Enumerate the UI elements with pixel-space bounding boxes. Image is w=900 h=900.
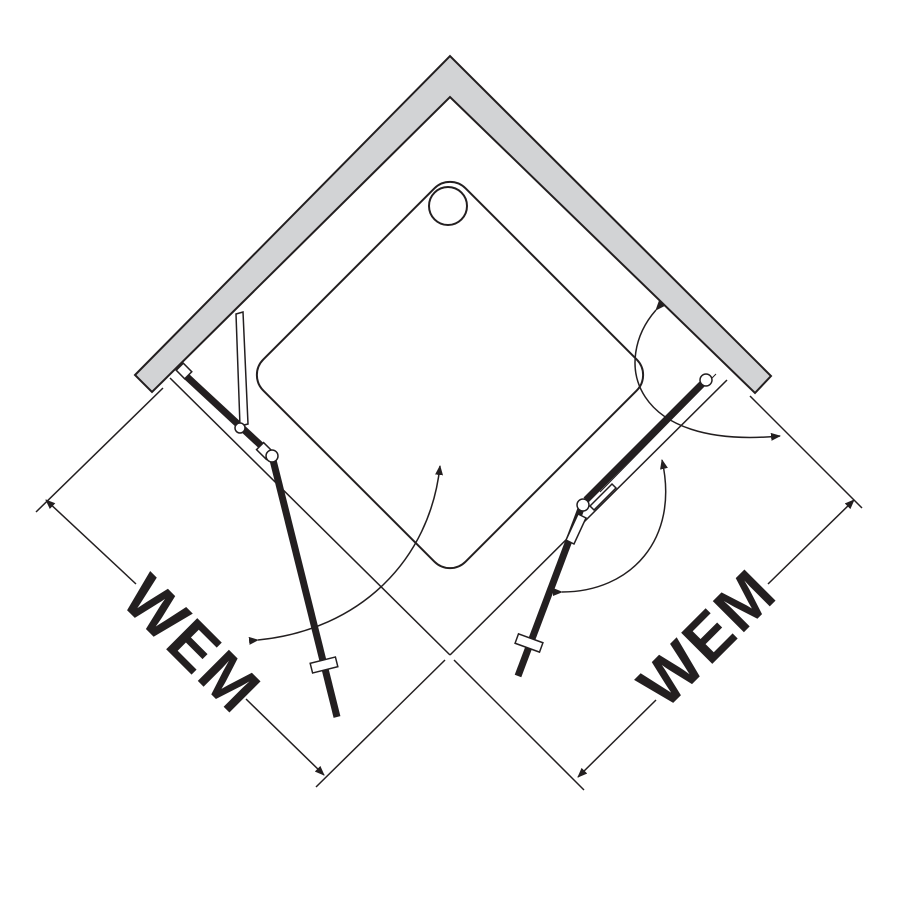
right-dim-line-b [577, 699, 657, 778]
right-dimension-label: WEM [624, 555, 790, 721]
left-fixed-panel [183, 373, 271, 455]
left-dim-ext-bottom [315, 659, 446, 788]
left-door-open-position [235, 311, 249, 427]
left-wall-bracket [175, 362, 193, 380]
left-door-swing-arrow [248, 465, 444, 645]
right-door-swing-arrow [552, 459, 668, 597]
left-dim-line-a [45, 499, 137, 585]
right-panel-swing-arrow [634, 300, 781, 441]
right-door-edge [565, 512, 587, 546]
left-door [268, 455, 341, 718]
left-door-open-hinge [234, 422, 246, 434]
right-dim-line-a [767, 499, 855, 585]
left-dim-ext-top [35, 387, 164, 513]
right-wall-hinge-icon [699, 373, 713, 387]
left-dim-line-b [245, 698, 325, 776]
right-door-handle-icon [514, 632, 544, 654]
right-hinge-icon [576, 498, 590, 512]
right-dim-ext-bottom [453, 659, 585, 791]
drain-icon [428, 186, 468, 226]
left-door-handle-icon [309, 656, 339, 674]
right-dim-ext-top [749, 395, 863, 509]
left-hinge-icon [265, 449, 279, 463]
